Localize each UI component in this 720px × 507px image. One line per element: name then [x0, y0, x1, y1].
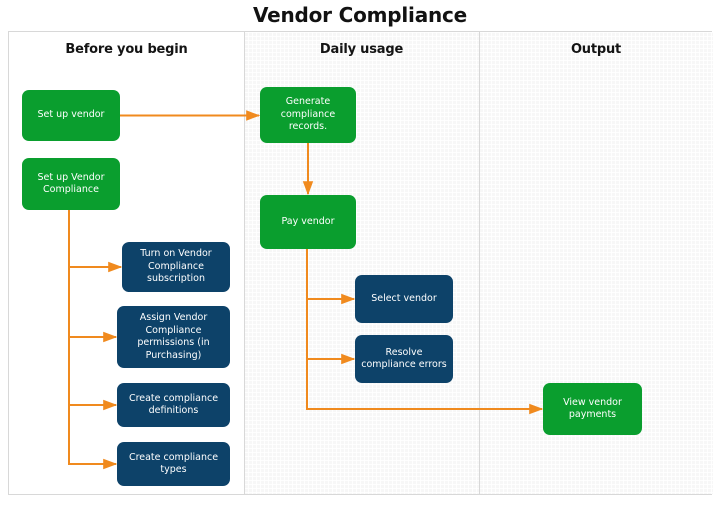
node-create-compliance-definitions[interactable]: Create compliance definitions	[117, 383, 230, 427]
lane-title-daily-usage: Daily usage	[319, 42, 404, 57]
page-title: Vendor Compliance	[252, 3, 468, 27]
node-label: Set up Vendor Compliance	[37, 171, 105, 196]
node-label: Generate compliance records.	[280, 96, 336, 133]
node-turn-on-vendor-compliance-subscription[interactable]: Turn on Vendor Compliance subscription	[122, 242, 230, 292]
node-label: Pay vendor	[281, 215, 335, 227]
node-label: Turn on Vendor Compliance subscription	[140, 248, 212, 285]
lane-divider-1	[244, 32, 245, 494]
node-select-vendor[interactable]: Select vendor	[355, 275, 453, 323]
node-label: Assign Vendor Compliance permissions (in…	[137, 312, 210, 361]
node-label: Create compliance definitions	[128, 392, 219, 417]
lane-title-output: Output	[570, 42, 622, 57]
lane-title-before-you-begin: Before you begin	[65, 42, 188, 57]
node-assign-vendor-compliance-permissions[interactable]: Assign Vendor Compliance permissions (in…	[117, 306, 230, 368]
node-label: Create compliance types	[128, 451, 219, 476]
node-pay-vendor[interactable]: Pay vendor	[260, 195, 356, 249]
node-create-compliance-types[interactable]: Create compliance types	[117, 442, 230, 486]
node-view-vendor-payments[interactable]: View vendor payments	[543, 383, 642, 435]
lane-divider-2	[479, 32, 480, 494]
node-label: Resolve compliance errors	[361, 346, 447, 371]
node-set-up-vendor[interactable]: Set up vendor	[22, 90, 120, 141]
node-set-up-vendor-compliance[interactable]: Set up Vendor Compliance	[22, 158, 120, 210]
node-label: View vendor payments	[563, 396, 622, 421]
node-resolve-compliance-errors[interactable]: Resolve compliance errors	[355, 335, 453, 383]
node-label: Select vendor	[371, 292, 437, 304]
node-label: Set up vendor	[37, 109, 105, 121]
node-generate-compliance-records[interactable]: Generate compliance records.	[260, 87, 356, 143]
